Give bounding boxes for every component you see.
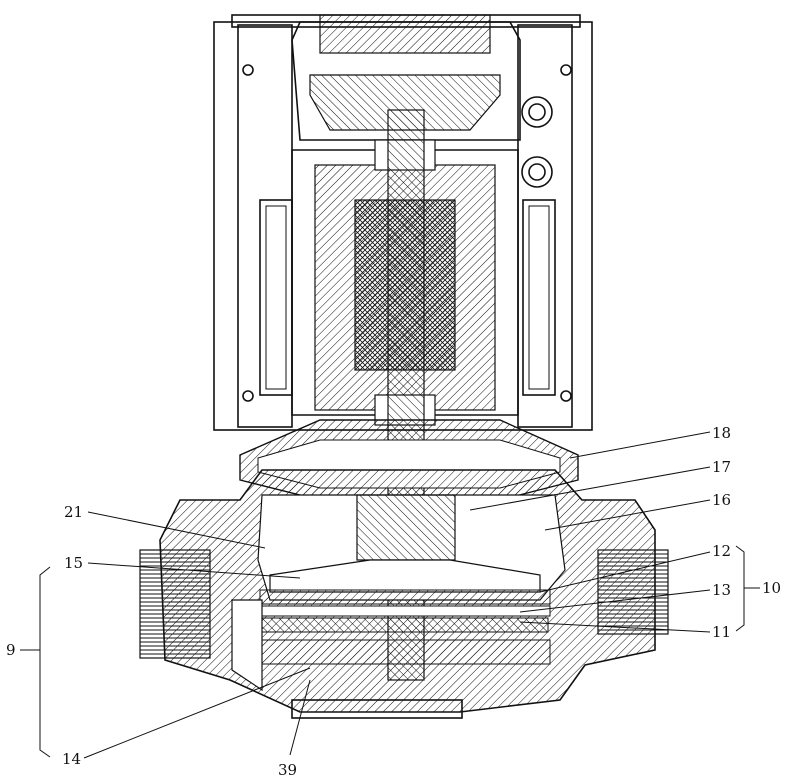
label-15: 15 <box>64 554 83 572</box>
label-12: 12 <box>712 542 731 560</box>
leader-lines <box>20 431 760 759</box>
label-16: 16 <box>712 491 731 509</box>
label-18: 18 <box>712 424 731 442</box>
cooling-fan <box>291 14 521 141</box>
pump-body <box>139 469 669 719</box>
reference-labels: 18 17 16 21 15 12 13 10 11 9 14 39 <box>6 424 781 779</box>
label-11: 11 <box>712 623 731 641</box>
label-13: 13 <box>712 581 731 599</box>
label-39: 39 <box>278 761 297 779</box>
label-14: 14 <box>62 750 81 768</box>
label-10: 10 <box>762 579 781 597</box>
label-21: 21 <box>64 503 83 521</box>
label-17: 17 <box>712 458 731 476</box>
label-9: 9 <box>6 641 16 659</box>
